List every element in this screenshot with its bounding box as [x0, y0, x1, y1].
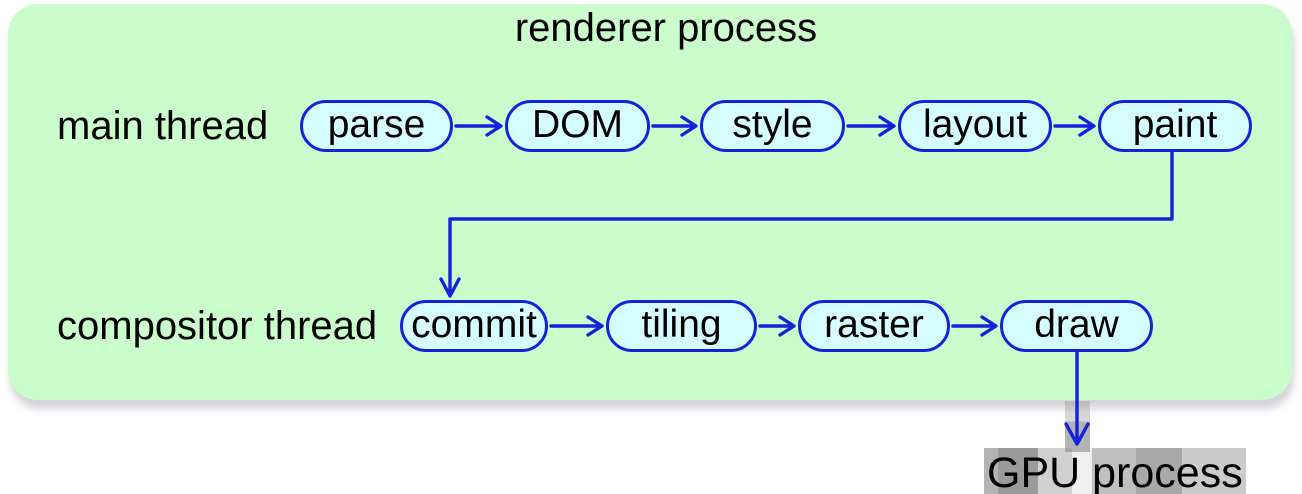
- artifact-highlight: [1065, 401, 1090, 452]
- compositor-thread-label: compositor thread: [57, 304, 378, 348]
- node-layout: layout: [898, 100, 1052, 152]
- gpu-process-label: GPU process: [984, 448, 1246, 494]
- node-parse: parse: [300, 100, 453, 152]
- node-draw: draw: [1000, 300, 1153, 352]
- node-style: style: [700, 100, 845, 152]
- panel-title: renderer process: [514, 6, 818, 50]
- gpu-process-text: GPU process: [984, 448, 1246, 494]
- main-thread-label: main thread: [57, 104, 269, 148]
- node-raster: raster: [798, 300, 950, 352]
- node-paint: paint: [1098, 100, 1252, 152]
- node-tiling: tiling: [606, 300, 757, 352]
- node-commit: commit: [400, 300, 548, 352]
- node-dom: DOM: [505, 100, 650, 152]
